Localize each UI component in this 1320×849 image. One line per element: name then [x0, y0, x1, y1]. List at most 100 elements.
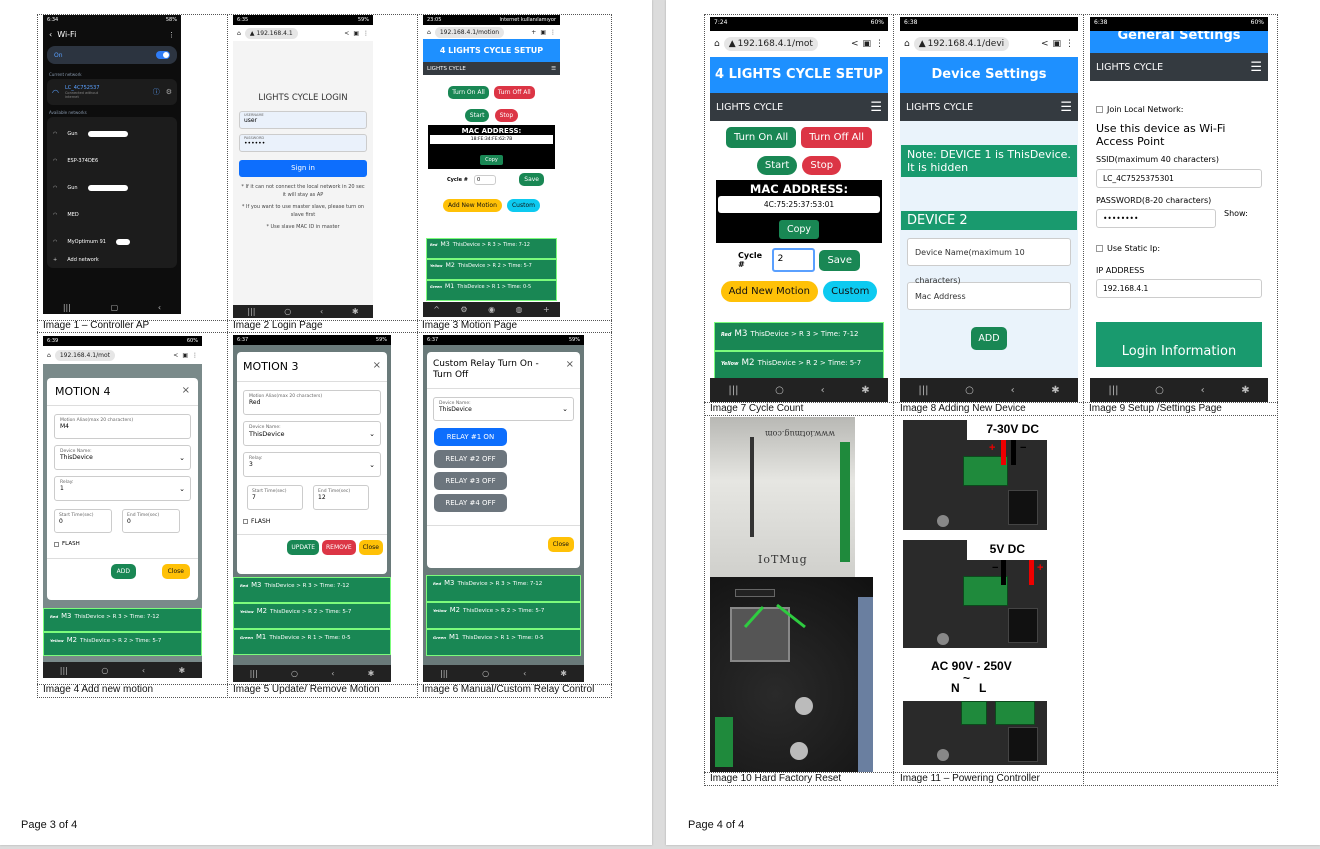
close-icon[interactable]: × — [565, 359, 574, 370]
remove-button[interactable]: REMOVE — [321, 540, 356, 555]
back-arrow-icon[interactable]: ‹ — [49, 30, 53, 39]
menu-icon[interactable]: ⋮ — [363, 29, 369, 37]
flash-checkbox[interactable] — [243, 519, 248, 524]
relay-4-button[interactable]: RELAY #4 OFF — [434, 494, 507, 512]
device-name-input[interactable]: Device Name(maximum 10 characters) — [907, 238, 1071, 285]
close-button[interactable]: Close — [547, 537, 574, 552]
start-time-field[interactable]: Start Time(sec)7 — [247, 485, 303, 510]
home-icon[interactable]: ○ — [290, 669, 298, 678]
turn-off-all-button[interactable]: Turn Off All — [493, 86, 535, 99]
home-icon[interactable]: ○ — [101, 665, 109, 675]
address-field[interactable]: ▲192.168.4.1/devi — [913, 37, 1010, 51]
relay-3-button[interactable]: RELAY #3 OFF — [434, 472, 507, 490]
share-icon[interactable]: < — [173, 351, 179, 359]
hamburger-icon[interactable]: ☰ — [551, 65, 556, 72]
address-field[interactable]: ▲192.168.4.1 — [244, 27, 298, 39]
copy-button[interactable]: Copy — [778, 220, 820, 239]
more-icon[interactable]: ⋮ — [168, 30, 175, 39]
home-icon[interactable]: ○ — [284, 307, 292, 316]
back-icon[interactable]: ‹ — [1200, 384, 1205, 396]
chrome-icon[interactable]: ◍ — [515, 305, 523, 314]
hamburger-icon[interactable]: ☰ — [1060, 99, 1072, 115]
tabs-icon[interactable]: ▣ — [353, 29, 359, 37]
home-icon[interactable]: ⌂ — [714, 39, 720, 49]
add-device-button[interactable]: ADD — [971, 327, 1007, 350]
stop-button[interactable]: Stop — [494, 109, 519, 122]
gear-icon[interactable]: ⚙ — [165, 88, 172, 96]
relay-select[interactable]: Relay:3⌄ — [243, 452, 381, 477]
back-icon[interactable]: ‹ — [523, 669, 527, 678]
recent-apps-icon[interactable]: ||| — [62, 303, 71, 312]
home-icon[interactable]: ○ — [1155, 384, 1164, 396]
share-icon[interactable]: < — [850, 39, 859, 49]
save-button[interactable]: Save — [519, 173, 544, 186]
accessibility-icon[interactable]: ✱ — [351, 307, 359, 316]
relay-1-button[interactable]: RELAY #1 ON — [434, 428, 507, 446]
network-item[interactable]: ◠Gun — [47, 120, 177, 147]
share-icon[interactable]: < — [1040, 39, 1049, 49]
update-button[interactable]: UPDATE — [287, 540, 319, 555]
wifi-toggle-switch[interactable] — [156, 51, 170, 59]
menu-icon[interactable]: ⋮ — [550, 28, 556, 36]
save-button[interactable]: Save — [819, 249, 860, 271]
current-ssid[interactable]: LC_4C752537 — [64, 85, 100, 91]
start-button[interactable]: Start — [464, 109, 490, 122]
tabs-icon[interactable]: ▣ — [862, 39, 871, 49]
settings-icon[interactable]: ⚙ — [460, 305, 468, 314]
back-icon[interactable]: ‹ — [1010, 384, 1015, 396]
device-select[interactable]: Device Name:ThisDevice⌄ — [243, 421, 381, 446]
network-item[interactable]: ◠ESP-374DE6 — [47, 147, 177, 174]
close-button[interactable]: Close — [161, 564, 190, 579]
back-icon[interactable]: ‹ — [820, 384, 825, 396]
turn-on-all-button[interactable]: Turn On All — [726, 127, 797, 148]
home-icon[interactable]: ⌂ — [237, 29, 241, 37]
address-field[interactable]: 192.168.4.1/motion — [434, 26, 505, 38]
password-field[interactable]: PASSWORD•••••• — [239, 134, 367, 152]
plus-icon[interactable]: + — [531, 28, 537, 36]
menu-icon[interactable]: ⋮ — [1065, 39, 1074, 49]
info-icon[interactable]: ⓘ — [152, 88, 160, 96]
accessibility-icon[interactable]: ✱ — [560, 669, 567, 678]
back-icon[interactable]: ‹ — [331, 669, 335, 678]
home-icon[interactable]: ○ — [482, 669, 490, 678]
turn-on-all-button[interactable]: Turn On All — [448, 86, 489, 99]
recent-apps-icon[interactable]: ||| — [249, 669, 258, 678]
custom-button[interactable]: Custom — [506, 199, 540, 212]
back-icon[interactable]: ‹ — [319, 307, 324, 316]
sign-in-button[interactable]: Sign in — [239, 160, 367, 177]
start-button[interactable]: Start — [756, 156, 798, 175]
end-time-field[interactable]: End Time(sec)0 — [122, 509, 180, 533]
home-icon[interactable]: ⌂ — [427, 28, 431, 36]
add-icon[interactable]: + — [543, 305, 550, 314]
ssid-input[interactable]: LC_4C7525375301 — [1096, 169, 1262, 188]
static-ip-checkbox[interactable] — [1096, 245, 1103, 252]
back-icon[interactable]: ‹ — [157, 303, 162, 312]
mac-address-input[interactable]: Mac Address — [907, 282, 1071, 310]
home-icon[interactable]: ▢ — [110, 303, 119, 312]
network-item[interactable]: ◠MED — [47, 201, 177, 228]
close-icon[interactable]: × — [372, 360, 381, 371]
up-icon[interactable]: ^ — [433, 305, 440, 314]
copy-button[interactable]: Copy — [480, 155, 503, 165]
hamburger-icon[interactable]: ☰ — [870, 99, 882, 115]
recent-apps-icon[interactable]: ||| — [1108, 384, 1119, 396]
relay-2-button[interactable]: RELAY #2 OFF — [434, 450, 507, 468]
network-item[interactable]: ◠MyOptimum 91 — [47, 228, 177, 255]
cycle-input[interactable]: 0 — [473, 174, 496, 185]
home-icon[interactable]: ⌂ — [47, 351, 51, 359]
tabs-icon[interactable]: ▣ — [1052, 39, 1061, 49]
recent-apps-icon[interactable]: ||| — [440, 669, 449, 678]
back-icon[interactable]: ‹ — [141, 665, 146, 675]
address-field[interactable]: ▲192.168.4.1/mot — [723, 37, 818, 51]
recent-apps-icon[interactable]: ||| — [728, 384, 739, 396]
accessibility-icon[interactable]: ✱ — [367, 669, 375, 678]
